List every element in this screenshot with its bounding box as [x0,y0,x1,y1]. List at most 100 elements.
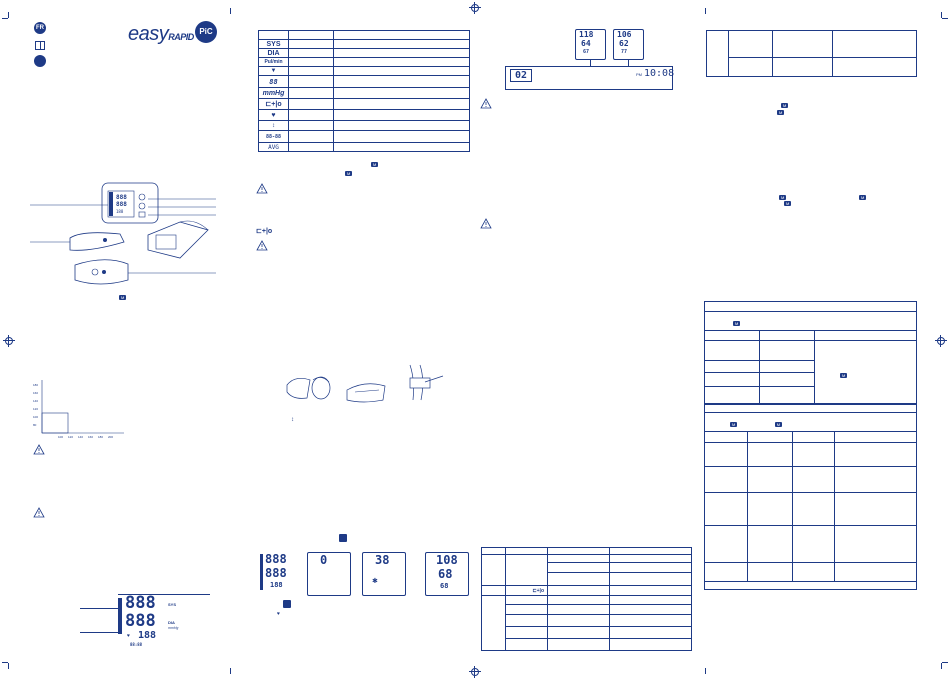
sequence-screen-3: 38 ✱ [362,552,406,596]
symbol-avg: AVG [268,143,279,151]
seq4-pulse: 68 [440,582,449,590]
seq1-dia: 888 [265,566,287,580]
seq4-sys: 108 [436,553,458,567]
table-badge: M [733,321,741,326]
memory-time: 10:08 [644,68,675,79]
table-row [482,572,692,586]
trim-mark [2,18,8,19]
symbol-date: 88-88 [265,133,282,140]
key-badge: M [119,286,127,304]
troubleshooting-table: ⊏+|o [481,547,692,651]
table-row [258,30,470,40]
spec-table-bottom: M M [704,403,917,590]
chart-x-tick: 140 [78,435,83,439]
fold-mark [705,8,706,14]
trim-mark [941,663,942,669]
chart-x-tick: 120 [68,435,73,439]
table-row [704,492,917,526]
table-row: Pul/min [258,57,470,67]
table-row [706,30,917,77]
registration-mark-top [469,2,481,14]
table-row: ↕ [258,120,470,131]
leader-line [590,60,591,66]
table-row: 88-88 [258,130,470,143]
table-row [704,301,917,312]
table-row: ♥ [258,109,470,121]
warning-icon [480,218,492,229]
arrhythmia-mark: ↕ [291,417,294,423]
fold-mark [230,8,231,14]
symbol-arrow: ▼ [270,68,277,74]
leader-line [628,60,629,66]
chart-x-tick: 100 [58,435,63,439]
wordmark-main: easy [128,23,169,45]
warning-icon [256,183,268,194]
symbol-error: ⊏+|o [265,101,282,108]
table-row [482,604,692,615]
table-row [704,386,917,405]
seq3-value: 38 [375,553,390,567]
wordmark-accent: RAPID [168,32,194,42]
sequence-screen-2: 0 [307,552,351,596]
mem-left-sys: 118 [579,30,594,39]
cuff-illustration [286,364,444,403]
heart-icon: ♥ [127,633,130,639]
table-row [704,581,917,590]
chart-x-tick: 160 [88,435,93,439]
warning-icon [256,240,268,251]
table-row [707,57,917,77]
key-badge [283,600,291,608]
mem-right-sys: 106 [617,30,632,39]
trim-mark [941,12,942,18]
table-row: M M [704,412,917,432]
mem-left-pulse: 67 [583,49,590,55]
language-code: FR [36,25,44,31]
product-wordmark: easyRAPID [128,23,194,46]
lcd-dia-value: 888 [125,611,156,631]
lcd-dia-label: DIA [168,620,175,625]
table-row [482,638,692,651]
sequence-screen-1: 888 888 188 [258,552,298,596]
lcd-bottom-readout: 88:88 [130,642,143,647]
registration-mark-left [3,335,15,347]
sequence-screen-4: 108 68 68 [425,552,469,596]
table-row [704,525,917,563]
svg-text:188: 188 [116,209,124,214]
spec-table-top [706,30,917,77]
symbol-pulse: Pul/min [264,59,283,65]
chart-x-tick: 200 [108,435,113,439]
table-row [481,547,692,555]
symbol-heart: ♥ [271,111,276,119]
svg-text:888: 888 [116,201,127,208]
table-row: M [704,340,917,405]
heart-icon: ♥ [277,611,280,617]
table-row: AVG [258,142,470,152]
table-row [704,562,917,582]
chart-y-tick: 120 [33,407,38,411]
key-badge [339,534,347,542]
symbol-mmhg: mmHg [262,89,285,97]
table-row [481,554,692,586]
seq1-sys: 888 [265,552,287,566]
table-row [704,403,917,413]
table-row [704,442,917,467]
table-badge: M [774,422,783,427]
mem-left-dia: 64 [581,39,591,48]
book-icon [35,41,45,50]
memory-bar-display: 02 PM 10:08 [505,66,675,90]
inline-badge: M [777,110,785,115]
table-row [704,431,917,443]
symbols-table: SYS DIA Pul/min ▼ 88 mmHg ⊏+|o ♥ ↕ 88-88… [258,30,470,152]
seq4-dia: 68 [438,567,453,581]
registration-mark-bottom [469,666,481,678]
symbol-sys: SYS [266,40,281,48]
memory-screen-left: 118 64 67 [575,29,606,60]
table-badge: M [730,422,738,427]
language-badge: FR [34,22,46,34]
memory-ampm: PM [636,72,642,77]
inline-badge: M [345,171,353,176]
warning-icon [33,507,45,518]
svg-text:888: 888 [116,194,127,201]
inline-badge: M [859,195,867,200]
device-illustration: 888 888 188 [30,182,216,285]
